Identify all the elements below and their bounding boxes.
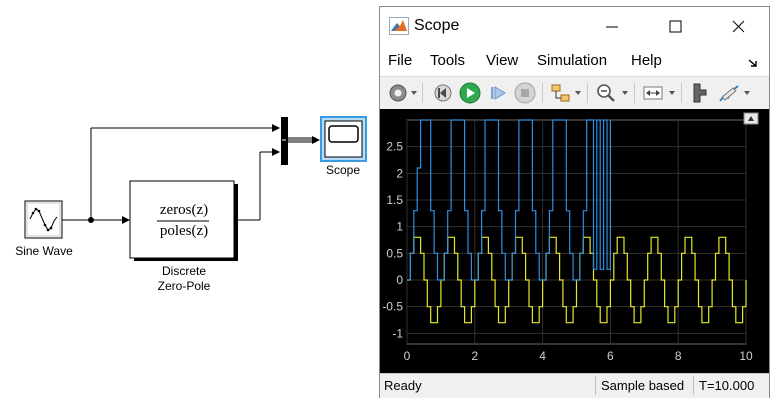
toolbar-separator [681, 83, 682, 103]
toolbar-separator [587, 83, 588, 103]
toolbar-separator [634, 83, 635, 103]
toolbar-separator [422, 83, 423, 103]
series-blue-trace [407, 119, 611, 281]
title-bar[interactable]: Scope [380, 7, 769, 45]
scope-block-label: Scope [325, 163, 361, 177]
status-bar: Ready Sample based T=10.000 [380, 373, 769, 398]
status-mode: Sample based [601, 378, 685, 393]
rewind-icon [434, 84, 452, 102]
fit-axes-dropdown-icon[interactable] [669, 91, 675, 95]
arrow-head [122, 216, 130, 224]
signal-selector-button[interactable] [688, 81, 712, 105]
status-time: T=10.000 [699, 378, 755, 393]
plot-canvas[interactable]: 0 2 4 6 8 10 -1 -0.5 0 0.5 1 1.5 2 2.5 [380, 109, 769, 373]
run-icon [459, 82, 481, 104]
y-tick-label: 1 [396, 220, 403, 234]
fit-axes-icon [643, 86, 663, 100]
status-separator [693, 376, 694, 395]
menu-file[interactable]: File [388, 52, 413, 69]
measure-icon [719, 85, 739, 102]
zoom-button[interactable] [594, 81, 618, 105]
settings-button[interactable] [386, 81, 410, 105]
status-ready: Ready [384, 378, 422, 393]
sine-wave-block[interactable] [24, 200, 63, 239]
sine-wave-label: Sine Wave [15, 244, 73, 258]
stop-button[interactable] [513, 81, 537, 105]
zoom-dropdown-icon[interactable] [622, 91, 628, 95]
mux-block[interactable] [281, 117, 288, 165]
close-icon [732, 20, 745, 33]
dock-arrow-icon[interactable] [747, 58, 759, 68]
y-tick-label: 0.5 [386, 246, 403, 260]
discrete-zero-pole-block[interactable] [129, 180, 238, 261]
x-tick-label: 10 [739, 349, 753, 363]
y-tick-label: 2.5 [386, 140, 403, 154]
x-tick-label: 6 [607, 349, 614, 363]
zp-label-line1: Discrete [161, 264, 206, 278]
stop-icon [514, 82, 536, 104]
run-button[interactable] [458, 81, 482, 105]
tick-labels: 0 2 4 6 8 10 -1 -0.5 0 0.5 1 1.5 2 2.5 [382, 140, 753, 363]
restore-axes-icon [748, 116, 754, 121]
step-back-button[interactable] [430, 81, 454, 105]
sine-wave-icon [29, 208, 58, 231]
x-tick-label: 8 [675, 349, 682, 363]
y-tick-label: 0 [396, 273, 403, 287]
maximize-icon [669, 20, 682, 33]
signal-selector-icon [693, 83, 707, 103]
scope-screen-icon [328, 125, 359, 143]
highlight-block-button[interactable] [549, 81, 573, 105]
axes-background [406, 119, 747, 345]
scope-window[interactable]: Scope File Tools View Simulation Help [379, 6, 770, 398]
y-tick-label: 1.5 [386, 193, 403, 207]
toolbar [380, 76, 769, 111]
plot-area[interactable]: 0 2 4 6 8 10 -1 -0.5 0 0.5 1 1.5 2 2.5 [380, 109, 769, 373]
step-forward-icon [491, 86, 506, 100]
y-tick-label: -1 [392, 326, 403, 340]
matlab-logo-icon [389, 17, 409, 35]
fit-axes-button[interactable] [641, 81, 665, 105]
scope-block[interactable] [320, 116, 367, 162]
close-button[interactable] [716, 11, 760, 41]
measure-button[interactable] [717, 81, 741, 105]
menu-simulation[interactable]: Simulation [537, 52, 608, 69]
arrow-head [272, 124, 280, 132]
x-tick-label: 2 [471, 349, 478, 363]
minimize-icon [606, 26, 618, 28]
y-tick-label: -0.5 [382, 300, 403, 314]
zp-label-line2: Zero-Pole [157, 279, 211, 293]
minimize-button[interactable] [590, 11, 634, 41]
highlight-dropdown-icon[interactable] [575, 91, 581, 95]
zoom-icon [597, 84, 615, 102]
step-forward-button[interactable] [486, 81, 510, 105]
axes-restore-button[interactable] [743, 112, 759, 125]
zp-numerator: zeros(z) [159, 202, 209, 218]
toolbar-separator [542, 83, 543, 103]
arrow-head [312, 136, 320, 144]
settings-dropdown-icon[interactable] [411, 91, 417, 95]
window-title: Scope [414, 17, 460, 34]
x-tick-label: 4 [539, 349, 546, 363]
highlight-block-icon [551, 84, 570, 102]
arrow-head [272, 148, 280, 156]
status-separator [595, 376, 596, 395]
branch-point [88, 217, 94, 223]
y-tick-label: 2 [396, 166, 403, 180]
gear-icon [389, 84, 407, 102]
menu-bar: File Tools View Simulation Help [380, 45, 769, 76]
measure-dropdown-icon[interactable] [744, 91, 750, 95]
maximize-button[interactable] [653, 11, 697, 41]
menu-view[interactable]: View [486, 52, 519, 69]
zp-denominator: poles(z) [159, 223, 209, 239]
x-tick-label: 0 [404, 349, 411, 363]
menu-tools[interactable]: Tools [430, 52, 466, 69]
menu-help[interactable]: Help [631, 52, 662, 69]
